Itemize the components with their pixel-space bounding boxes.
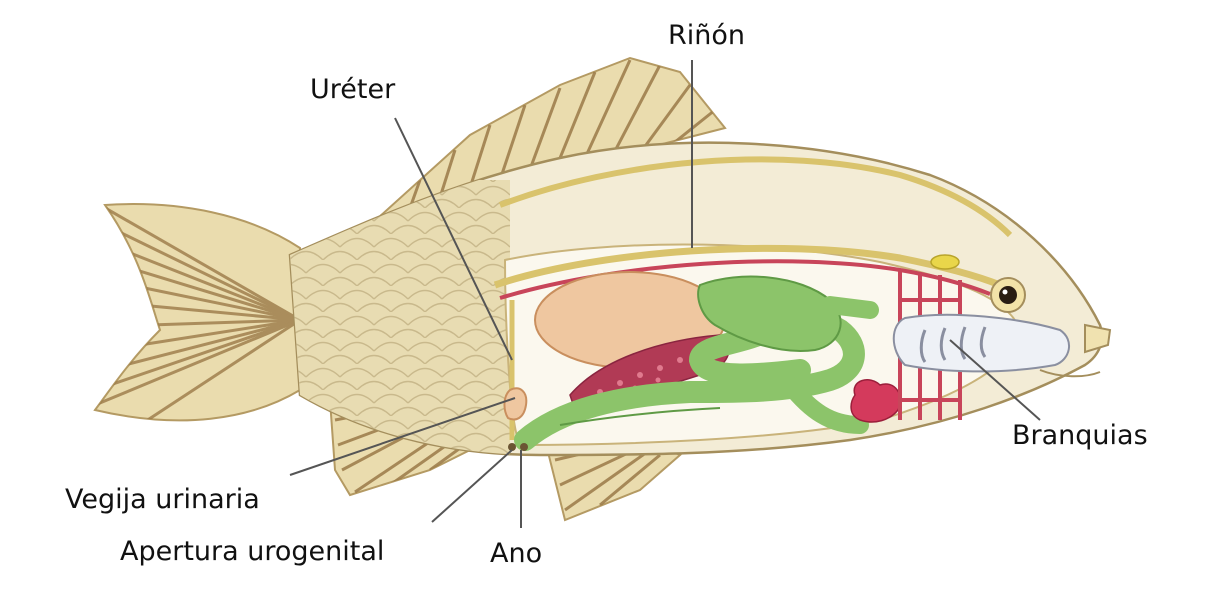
- label-ureter: Uréter: [310, 76, 395, 103]
- eye: [991, 278, 1025, 312]
- heart: [851, 380, 900, 422]
- urogenital-opening: [508, 443, 516, 451]
- label-branquias: Branquias: [1012, 422, 1148, 449]
- label-ano: Ano: [490, 540, 542, 567]
- anus-opening: [520, 443, 528, 451]
- tail-fin: [95, 204, 300, 425]
- brain: [931, 255, 959, 269]
- urinary-bladder: [504, 388, 526, 419]
- label-vegija-urinaria: Vegija urinaria: [65, 486, 260, 513]
- mouth: [1085, 325, 1110, 352]
- label-apertura-urogenital: Apertura urogenital: [120, 538, 384, 565]
- label-rinon: Riñón: [668, 22, 745, 49]
